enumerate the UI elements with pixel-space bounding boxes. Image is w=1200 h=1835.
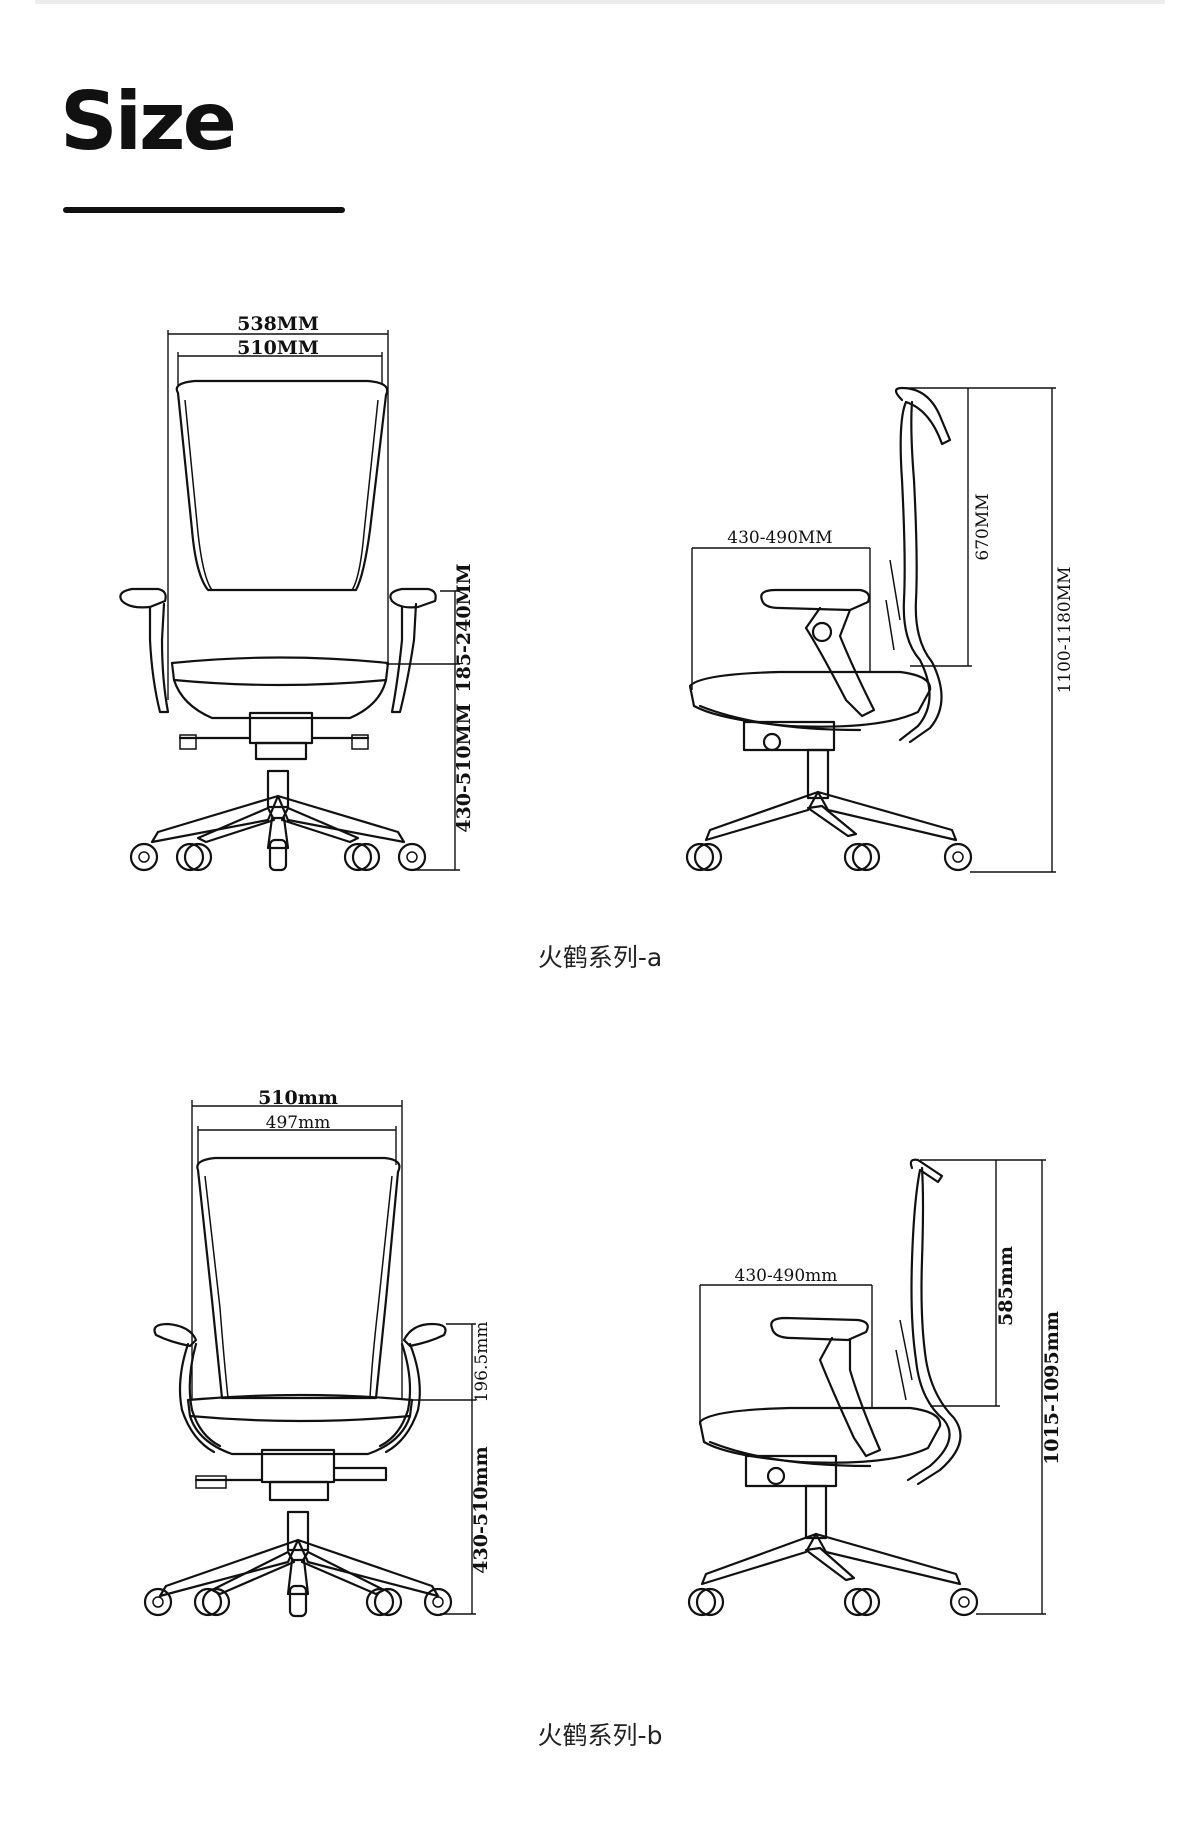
- series-b-backrest-height: 585mm: [995, 1246, 1017, 1326]
- series-b-seat-height: 430-510mm: [470, 1446, 492, 1573]
- series-a-backrest-height: 670MM: [973, 493, 993, 560]
- series-a-seat-depth: 430-490MM: [727, 528, 832, 548]
- series-a-caption: 火鹤系列-a: [537, 943, 663, 972]
- series-a-front-outer-width: 538MM: [237, 313, 319, 335]
- series-a-seat-height: 430-510MM: [453, 703, 475, 832]
- series-a-front-inner-width: 510MM: [237, 337, 319, 359]
- series-b-dimension-drawing: 510mm 497mm 196.5mm 430-510mm: [143, 1087, 1063, 1618]
- series-b-front-dimensions: 510mm 497mm 196.5mm 430-510mm: [191, 1087, 492, 1615]
- series-b-front-outer-width: 510mm: [258, 1087, 338, 1109]
- series-a-total-height: 1100-1180MM: [1055, 566, 1075, 693]
- series-b-front-view-chair: [143, 1156, 453, 1618]
- series-b-total-height: 1015-1095mm: [1041, 1311, 1063, 1465]
- series-b-armrest-height: 196.5mm: [472, 1322, 492, 1403]
- series-a-front-dimensions: 538MM 510MM 185-240MM 430-510MM: [167, 313, 475, 871]
- series-a-side-view-chair: [685, 386, 973, 872]
- top-divider: [35, 0, 1165, 4]
- series-b-seat-depth: 430-490mm: [735, 1266, 838, 1286]
- series-b-front-inner-width: 497mm: [266, 1113, 331, 1133]
- series-b-caption: 火鹤系列-b: [537, 1721, 663, 1750]
- series-a-front-view-chair: [119, 379, 437, 872]
- series-a-side-dimensions: 430-490MM 670MM 1100-1180MM: [691, 387, 1075, 873]
- series-a-armrest-height: 185-240MM: [453, 563, 475, 692]
- series-b-side-dimensions: 430-490mm 585mm 1015-1095mm: [699, 1159, 1063, 1615]
- page-title: Size: [60, 75, 237, 168]
- title-underline: [63, 207, 345, 213]
- series-a-dimension-drawing: 538MM 510MM 185-240MM 430-510MM: [119, 313, 1075, 873]
- series-b-side-view-chair: [687, 1158, 979, 1617]
